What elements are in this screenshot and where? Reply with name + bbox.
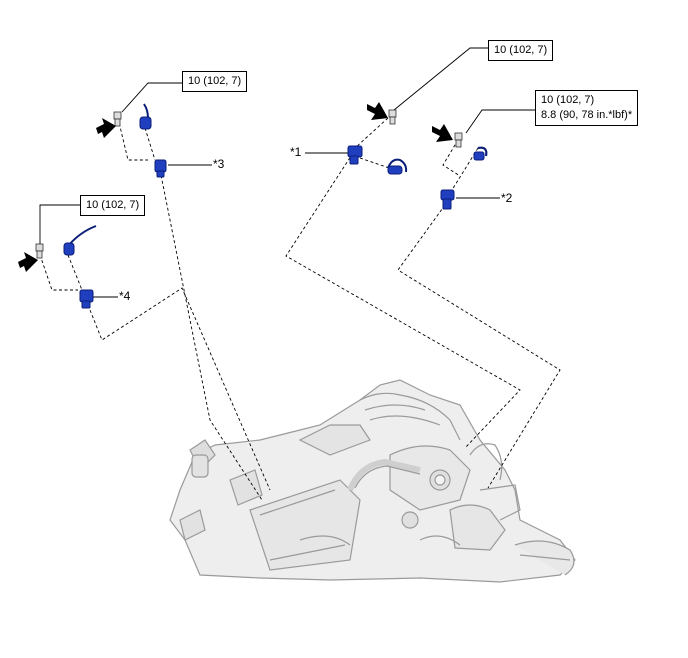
callout-label-2: *2 [501, 191, 513, 205]
bolt-1 [388, 109, 397, 125]
arrow-bolt-4-icon [18, 252, 38, 272]
bolt-3 [113, 111, 122, 127]
bolt-2 [454, 132, 463, 148]
bolt-4 [35, 243, 44, 259]
callout-label-3: *3 [213, 157, 225, 171]
arrow-bolt-1-icon [367, 102, 388, 120]
torque-spec-text: 10 (102, 7) [188, 75, 242, 87]
torque-spec-text-line1: 10 (102, 7) [541, 94, 595, 106]
callout-leaders [92, 152, 500, 298]
torque-spec-text: 10 (102, 7) [494, 44, 548, 56]
sensor-1 [347, 145, 408, 175]
arrow-bolt-3-icon [96, 118, 116, 138]
dashed-leader-lines [39, 117, 561, 501]
engine-assembly [169, 379, 576, 583]
torque-spec-box-top-right: 10 (102, 7) [488, 40, 554, 61]
sensor-4 [63, 225, 97, 309]
callout-label-1: *1 [290, 145, 302, 159]
callout-label-4: *4 [119, 289, 131, 303]
torque-spec-text: 10 (102, 7) [86, 199, 140, 211]
sensor-3 [139, 103, 167, 178]
arrow-bolt-2-icon [432, 124, 453, 142]
torque-spec-box-right: 10 (102, 7) 8.8 (90, 78 in.*lbf)* [535, 90, 639, 126]
sensor-2 [440, 146, 488, 210]
torque-spec-box-top-left: 10 (102, 7) [182, 71, 248, 92]
torque-spec-box-left: 10 (102, 7) [80, 195, 146, 216]
torque-leader-lines [39, 47, 535, 248]
torque-spec-text-line2: 8.8 (90, 78 in.*lbf)* [541, 109, 633, 121]
